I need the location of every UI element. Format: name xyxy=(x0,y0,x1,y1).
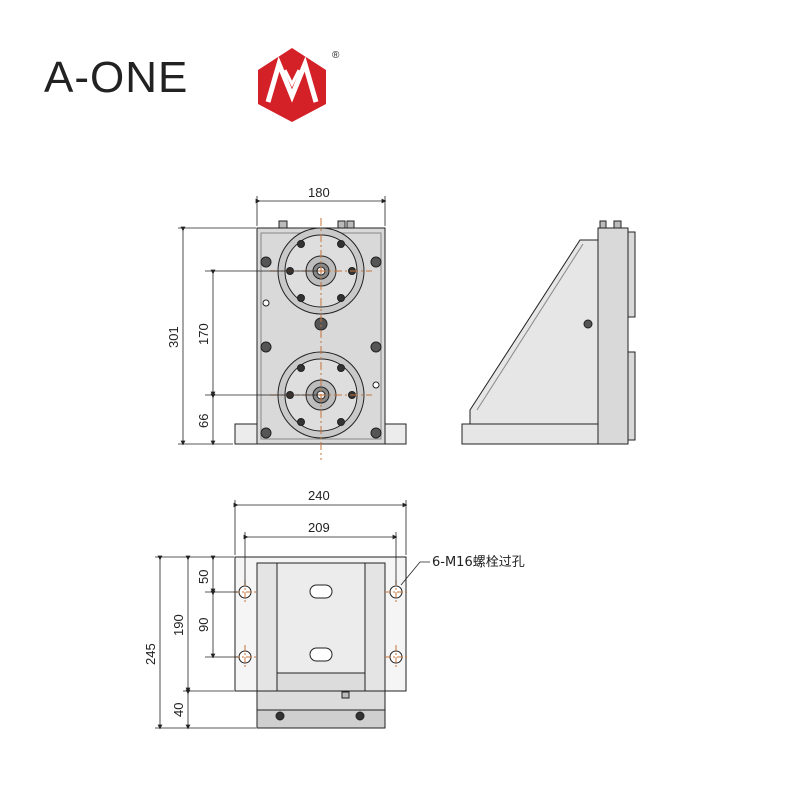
brand-logo-icon xyxy=(258,48,326,122)
brand-name: A-ONE xyxy=(44,53,189,102)
dim-width-180: 180 xyxy=(308,185,330,200)
dim-frame-190: 190 xyxy=(171,614,186,636)
front-view-dimensions xyxy=(178,196,387,446)
front-view xyxy=(234,218,407,460)
top-view-dimensions xyxy=(155,500,430,730)
top-view xyxy=(234,556,407,729)
side-view xyxy=(461,220,636,445)
dim-offset-50: 50 xyxy=(196,570,211,584)
registered-mark: ® xyxy=(332,50,340,61)
dim-row-90: 90 xyxy=(196,618,211,632)
hole-callout: 6-M16螺栓过孔 xyxy=(432,555,525,570)
dim-base-40: 40 xyxy=(171,703,186,717)
dim-offset-66: 66 xyxy=(196,414,211,428)
dim-depth-245: 245 xyxy=(143,643,158,665)
dim-spacing-209: 209 xyxy=(308,520,330,535)
dim-width-240: 240 xyxy=(308,488,330,503)
dim-height-301: 301 xyxy=(166,326,181,348)
dim-spacing-170: 170 xyxy=(196,323,211,345)
